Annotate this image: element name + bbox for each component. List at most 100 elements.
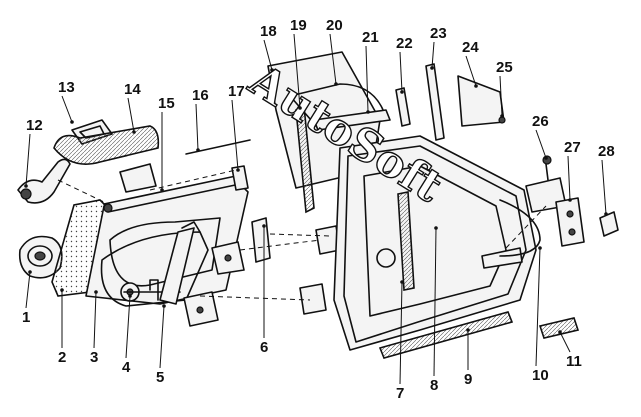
callout-leader-8 (433, 227, 437, 377)
part-11-escutcheon (538, 317, 580, 339)
callout-leader-16 (195, 103, 199, 151)
callout-label-26: 26 (532, 113, 549, 130)
part-lock-block (183, 291, 219, 327)
callout-dot-26 (544, 156, 548, 160)
part-20-21-window-frame (289, 83, 391, 131)
callout-dot-5 (162, 304, 166, 308)
callout-dot-19 (298, 106, 302, 110)
assembly-lines (57, 169, 547, 301)
callout-label-28: 28 (598, 143, 615, 160)
callout-leader-17 (231, 99, 239, 171)
callout-label-27: 27 (564, 139, 581, 156)
callout-leader-18 (263, 39, 273, 71)
callout-dot-4 (128, 294, 132, 298)
callout-label-2: 2 (58, 349, 66, 366)
part-7-8-outer-door (333, 135, 537, 351)
callout-label-1: 1 (22, 309, 30, 326)
part-14-armrest (53, 125, 160, 193)
part-6-lock-bracket (211, 217, 271, 275)
callout-dot-18 (270, 68, 274, 72)
callout-dot-13 (70, 120, 74, 124)
callout-dot-9 (466, 328, 470, 332)
callout-leader-28 (601, 159, 607, 215)
callout-label-9: 9 (464, 371, 472, 388)
callout-label-17: 17 (228, 83, 245, 100)
part-28-clip (599, 211, 619, 237)
callout-label-11: 11 (566, 353, 582, 370)
callout-leader-14 (127, 97, 135, 133)
part-27-striker (555, 197, 585, 247)
callout-label-13: 13 (58, 79, 75, 96)
part-9-lower-moulding (378, 311, 514, 359)
callout-label-10: 10 (532, 367, 549, 384)
callout-dot-16 (196, 148, 200, 152)
callout-leader-7 (399, 281, 403, 385)
callout-dot-1 (28, 270, 32, 274)
callout-leader-19 (293, 33, 301, 109)
callout-leader-22 (399, 51, 403, 93)
callout-dot-7 (400, 280, 404, 284)
callout-dot-24 (474, 84, 478, 88)
callout-label-8: 8 (430, 377, 438, 394)
callout-leader-3 (93, 291, 97, 349)
callout-label-15: 15 (158, 95, 175, 112)
callout-label-23: 23 (430, 25, 447, 42)
callout-label-19: 19 (290, 17, 307, 34)
callout-dot-21 (366, 110, 370, 114)
callout-label-4: 4 (122, 359, 131, 376)
callout-dot-25 (500, 114, 504, 118)
callout-dot-2 (60, 288, 64, 292)
part-12-crank-handle (17, 158, 71, 204)
callout-label-12: 12 (26, 117, 43, 134)
callout-label-7: 7 (396, 385, 404, 402)
callout-leader-24 (465, 55, 477, 87)
callout-leader-13 (61, 95, 73, 123)
callout-dot-23 (430, 66, 434, 70)
callout-dot-20 (334, 82, 338, 86)
callout-leader-23 (431, 41, 435, 69)
callout-label-6: 6 (260, 339, 268, 356)
callout-leader-4 (125, 295, 131, 359)
callout-leader-1 (25, 271, 31, 309)
callout-dot-22 (400, 90, 404, 94)
part-24-25-quarter-glass (457, 75, 506, 127)
callout-label-24: 24 (462, 39, 479, 56)
callout-dot-27 (568, 198, 572, 202)
callout-label-5: 5 (156, 369, 164, 386)
callout-label-14: 14 (124, 81, 141, 98)
callout-leader-10 (535, 247, 541, 367)
callout-leader-12 (25, 133, 31, 187)
callout-dot-28 (604, 212, 608, 216)
callout-dot-8 (434, 226, 438, 230)
callout-label-16: 16 (192, 87, 209, 104)
callout-label-3: 3 (90, 349, 98, 366)
part-22-seal-strip (395, 87, 411, 127)
part-23-quarter-frame (425, 63, 445, 141)
part-5-guide-rail (159, 221, 201, 305)
callout-leader-26 (535, 129, 547, 159)
callout-dot-12 (24, 184, 28, 188)
callout-label-22: 22 (396, 35, 413, 52)
callout-dot-17 (236, 168, 240, 172)
part-16-17-channel (185, 139, 251, 191)
callout-label-20: 20 (326, 17, 343, 34)
callout-leader-20 (329, 33, 337, 85)
callout-dot-3 (94, 290, 98, 294)
callout-label-25: 25 (496, 59, 513, 76)
callout-dot-6 (262, 224, 266, 228)
callout-leader-27 (567, 155, 571, 201)
part-10-seal-cable (499, 199, 541, 257)
callout-leader-21 (365, 45, 369, 113)
callout-leader-11 (559, 331, 571, 353)
callout-dot-14 (132, 130, 136, 134)
callout-dot-10 (538, 246, 542, 250)
callout-leader-25 (499, 75, 503, 117)
callout-leader-5 (159, 305, 165, 369)
callout-label-18: 18 (260, 23, 277, 40)
callout-dot-11 (558, 330, 562, 334)
callout-label-21: 21 (362, 29, 379, 46)
callout-dot-15 (160, 188, 164, 192)
